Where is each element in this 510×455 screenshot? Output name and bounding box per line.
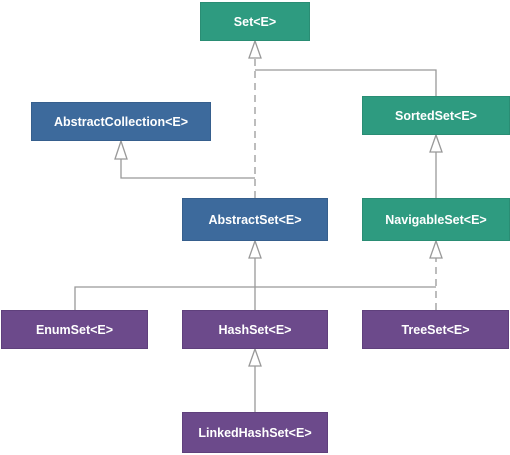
node-abstract-collection: AbstractCollection<E> <box>31 102 211 141</box>
edge-abstractset-to-abstractcollection <box>120 159 255 179</box>
node-tree-set: TreeSet<E> <box>362 310 509 349</box>
node-sorted-set: SortedSet<E> <box>362 96 510 135</box>
arrowhead-hashset <box>248 347 262 367</box>
edge-enumset-to-abstractset <box>74 286 255 310</box>
arrowhead-sortedset <box>429 133 443 153</box>
node-enum-set: EnumSet<E> <box>1 310 148 349</box>
node-navigable-set: NavigableSet<E> <box>362 198 510 241</box>
arrowhead-set <box>248 39 262 59</box>
node-set: Set<E> <box>200 2 310 41</box>
node-abstract-set: AbstractSet<E> <box>182 198 328 241</box>
edge-sortedset-to-set <box>255 69 437 96</box>
arrowhead-navigableset <box>429 239 443 259</box>
node-linked-hash-set: LinkedHashSet<E> <box>182 412 328 453</box>
arrowhead-abstractcollection <box>114 138 128 160</box>
arrowhead-abstractset <box>248 239 262 259</box>
node-hash-set: HashSet<E> <box>182 310 328 349</box>
